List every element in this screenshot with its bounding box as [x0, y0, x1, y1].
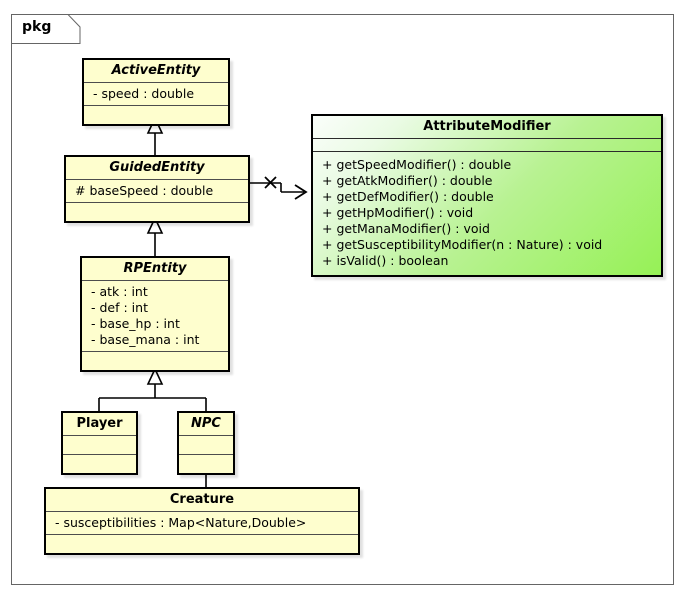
- class-box-creature[interactable]: Creature - susceptibilities : Map<Nature…: [44, 487, 360, 556]
- class-method: + getManaModifier() : void: [322, 221, 490, 237]
- class-title-guided-entity: GuidedEntity: [109, 160, 205, 175]
- class-separator: [84, 105, 228, 107]
- class-methods-rp-entity: [82, 352, 228, 370]
- class-box-rp-entity[interactable]: RPEntity - atk : int - def : int - base_…: [80, 256, 230, 373]
- class-methods-attribute-modifier: + getSpeedModifier() : double + getAtkMo…: [313, 152, 661, 275]
- class-box-guided-entity[interactable]: GuidedEntity # baseSpeed : double: [64, 155, 250, 224]
- class-attributes-active-entity: - speed : double: [84, 83, 228, 105]
- class-methods-active-entity: [84, 106, 228, 124]
- class-separator: [313, 138, 661, 140]
- class-separator: [46, 511, 358, 513]
- class-method: + getDefModifier() : double: [322, 189, 494, 205]
- class-method: + getSpeedModifier() : double: [322, 157, 512, 173]
- class-method: + isValid() : boolean: [322, 253, 449, 269]
- class-attributes-npc: [179, 436, 233, 454]
- class-title-rp-entity: RPEntity: [123, 261, 187, 276]
- class-methods-guided-entity: [66, 203, 248, 221]
- class-attributes-creature: - susceptibilities : Map<Nature,Double>: [46, 512, 358, 534]
- class-title-player: Player: [76, 416, 123, 431]
- class-attributes-rp-entity: - atk : int - def : int - base_hp : int …: [82, 281, 228, 351]
- class-method: + getSusceptibilityModifier(n : Nature) …: [322, 237, 603, 253]
- class-attribute: - base_hp : int: [91, 316, 180, 332]
- class-attributes-attribute-modifier: [313, 139, 661, 151]
- class-separator: [46, 534, 358, 536]
- class-separator: [313, 151, 661, 153]
- class-method: + getAtkModifier() : double: [322, 173, 493, 189]
- class-title-npc: NPC: [191, 416, 221, 431]
- class-separator: [82, 280, 228, 282]
- class-attributes-guided-entity: # baseSpeed : double: [66, 180, 248, 202]
- class-box-active-entity[interactable]: ActiveEntity - speed : double: [82, 58, 230, 127]
- class-box-attribute-modifier[interactable]: AttributeModifier + getSpeedModifier() :…: [311, 114, 663, 278]
- package-label: pkg: [22, 19, 52, 35]
- class-box-npc[interactable]: NPC: [177, 411, 235, 476]
- class-attribute: - def : int: [91, 300, 148, 316]
- class-box-player[interactable]: Player: [61, 411, 138, 476]
- class-title-attribute-modifier: AttributeModifier: [423, 119, 551, 134]
- class-separator: [66, 202, 248, 204]
- class-title-creature: Creature: [169, 492, 235, 507]
- class-attribute: - base_mana : int: [91, 332, 200, 348]
- class-attributes-player: [63, 436, 136, 454]
- class-method: + getHpModifier() : void: [322, 205, 474, 221]
- class-attribute: - atk : int: [91, 284, 148, 300]
- class-methods-creature: [46, 535, 358, 553]
- class-attribute: - speed : double: [93, 86, 195, 102]
- package-tab: [11, 14, 81, 44]
- class-separator: [179, 435, 233, 437]
- class-separator: [63, 454, 136, 456]
- class-attribute: - susceptibilities : Map<Nature,Double>: [55, 515, 307, 531]
- class-separator: [84, 82, 228, 84]
- class-separator: [66, 179, 248, 181]
- class-separator: [82, 351, 228, 353]
- class-separator: [63, 435, 136, 437]
- class-attribute: # baseSpeed : double: [75, 183, 214, 199]
- class-methods-player: [63, 455, 136, 473]
- class-title-active-entity: ActiveEntity: [111, 63, 201, 78]
- class-separator: [179, 454, 233, 456]
- class-methods-npc: [179, 455, 233, 473]
